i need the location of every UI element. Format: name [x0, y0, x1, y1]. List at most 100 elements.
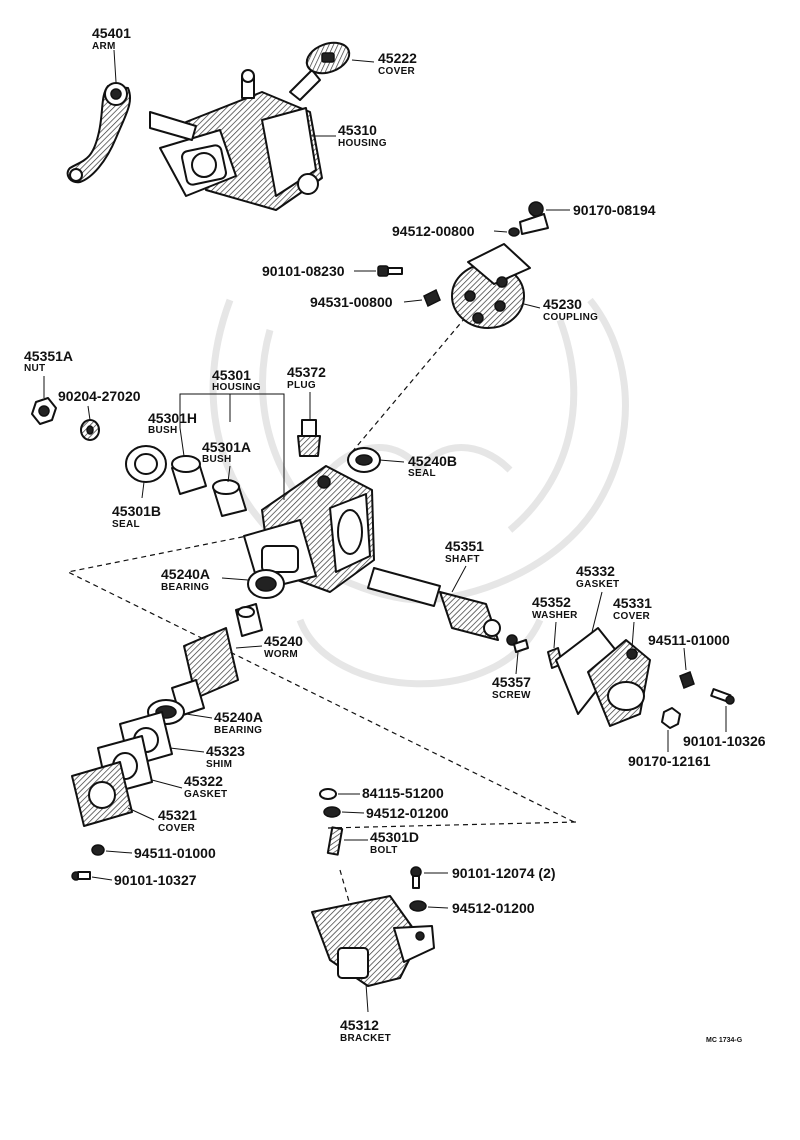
washer-00800-drawing	[508, 213, 549, 237]
label-worm-name: WORM	[264, 649, 298, 660]
label-cover-top-number: 45222	[378, 50, 417, 66]
label-bolt-d-number: 45301D	[370, 829, 419, 845]
label-bolt-12074: 90101-12074 (2)	[452, 865, 556, 881]
label-washer-00800: 94512-00800	[392, 223, 475, 239]
washer-51200-drawing	[319, 788, 337, 800]
label-screw-number: 45357	[492, 674, 531, 690]
label-worm-number: 45240	[264, 633, 303, 649]
label-bush-h-name: BUSH	[148, 425, 178, 436]
label-nut-12161: 90170-12161	[628, 753, 711, 769]
label-gasket-332-name: GASKET	[576, 579, 619, 590]
label-shaft-number: 45351	[445, 538, 484, 554]
label-bolt-10326: 90101-10326	[683, 733, 766, 749]
label-cover-top-name: COVER	[378, 66, 416, 77]
assembly-lines	[66, 311, 577, 913]
bolt-12074-drawing	[410, 866, 422, 889]
label-bracket-number: 45312	[340, 1017, 379, 1033]
label-nut-number: 45351A	[24, 348, 73, 364]
label-arm-number: 45401	[92, 25, 131, 41]
shaft-drawing	[367, 567, 501, 641]
watermark-emblem	[209, 297, 629, 688]
label-nut-name: NUT	[24, 363, 45, 374]
label-cover-321-number: 45321	[158, 807, 197, 823]
label-pin-00800: 94531-00800	[310, 294, 393, 310]
label-washer-27020: 90204-27020	[58, 388, 141, 404]
reference-code: MC 1734-G	[706, 1037, 743, 1044]
label-housing-assy-number: 45310	[338, 122, 377, 138]
label-bolt-10327: 90101-10327	[114, 872, 197, 888]
label-nut-08194: 90170-08194	[573, 202, 656, 218]
label-bearing-1-name: BEARING	[161, 582, 209, 593]
label-washer-01000a: 94511-01000	[648, 632, 730, 648]
washer-01200b-drawing	[409, 900, 427, 912]
label-plug-name: PLUG	[287, 380, 316, 391]
bush-45301h-drawing	[171, 455, 207, 495]
washer-01200a-drawing	[323, 806, 341, 818]
seal-45301b-drawing	[125, 445, 167, 483]
housing-assembly-drawing	[149, 69, 323, 211]
label-gasket-322-number: 45322	[184, 773, 223, 789]
label-washer-01200b: 94512-01200	[452, 900, 535, 916]
label-housing-assy-name: HOUSING	[338, 138, 387, 149]
coupling-drawing	[451, 243, 531, 329]
label-bearing-2-name: BEARING	[214, 725, 262, 736]
label-shim-number: 45323	[206, 743, 245, 759]
label-washer-51200: 84115-51200	[362, 785, 444, 801]
label-gasket-332-number: 45332	[576, 563, 615, 579]
screw-drawing	[506, 634, 529, 653]
washer-27020-drawing	[80, 419, 100, 441]
label-screw-name: SCREW	[492, 690, 531, 701]
cover-45321-drawing	[71, 761, 133, 827]
arm-drawing	[66, 82, 132, 184]
pin-00800-drawing	[423, 288, 441, 308]
label-bearing-1-number: 45240A	[161, 566, 210, 582]
bolt-10327-drawing	[71, 871, 91, 881]
label-washer-352-name: WASHER	[532, 610, 578, 621]
label-bush-a-name: BUSH	[202, 454, 232, 465]
nut-45351a-drawing	[31, 397, 57, 425]
label-shim-name: SHIM	[206, 759, 232, 770]
label-gasket-322-name: GASKET	[184, 789, 227, 800]
label-seal-b-name: SEAL	[112, 519, 140, 530]
label-cover-331-name: COVER	[613, 611, 651, 622]
label-cover-331-number: 45331	[613, 595, 652, 611]
bearing-upper-drawing	[247, 569, 285, 599]
bush-45301a-drawing	[212, 479, 247, 517]
label-cover-321-name: COVER	[158, 823, 196, 834]
cover-top-drawing	[305, 41, 351, 75]
label-washer-01200a: 94512-01200	[366, 805, 449, 821]
bolt-10326-drawing	[710, 688, 735, 705]
label-bush-h-number: 45301H	[148, 410, 197, 426]
label-washer-01000b: 94511-01000	[134, 845, 216, 861]
label-coupling-name: COUPLING	[543, 312, 598, 323]
label-coupling-number: 45230	[543, 296, 582, 312]
label-seal-240b-number: 45240B	[408, 453, 457, 469]
label-shaft-name: SHAFT	[445, 554, 480, 565]
seal-45240b-drawing	[347, 447, 381, 473]
cover-45331-drawing	[587, 639, 651, 727]
plug-drawing	[297, 419, 321, 457]
worm-drawing	[171, 603, 263, 717]
label-bolt-d-name: BOLT	[370, 845, 398, 856]
nut-08194-drawing	[528, 201, 544, 217]
label-washer-352-number: 45352	[532, 594, 571, 610]
label-seal-b-number: 45301B	[112, 503, 161, 519]
leader-lines	[43, 49, 727, 1013]
label-housing-name: HOUSING	[212, 382, 261, 393]
label-bolt-08230: 90101-08230	[262, 263, 345, 279]
label-housing-number: 45301	[212, 367, 251, 383]
label-arm-name: ARM	[92, 41, 116, 52]
washer-01000b-drawing	[91, 844, 105, 856]
nut-12161-drawing	[661, 707, 681, 729]
bracket-drawing	[311, 895, 435, 987]
bolt-45301d-drawing	[326, 826, 344, 856]
label-bracket-name: BRACKET	[340, 1033, 391, 1044]
label-seal-240b-name: SEAL	[408, 468, 436, 479]
label-bush-a-number: 45301A	[202, 439, 251, 455]
washer-01000a-drawing	[679, 671, 695, 689]
part-labels: 45401 ARM 45222 COVER 45310 HOUSING 9017…	[24, 25, 766, 1044]
label-bearing-2-number: 45240A	[214, 709, 263, 725]
label-plug-number: 45372	[287, 364, 326, 380]
bolt-08230-drawing	[377, 265, 403, 277]
